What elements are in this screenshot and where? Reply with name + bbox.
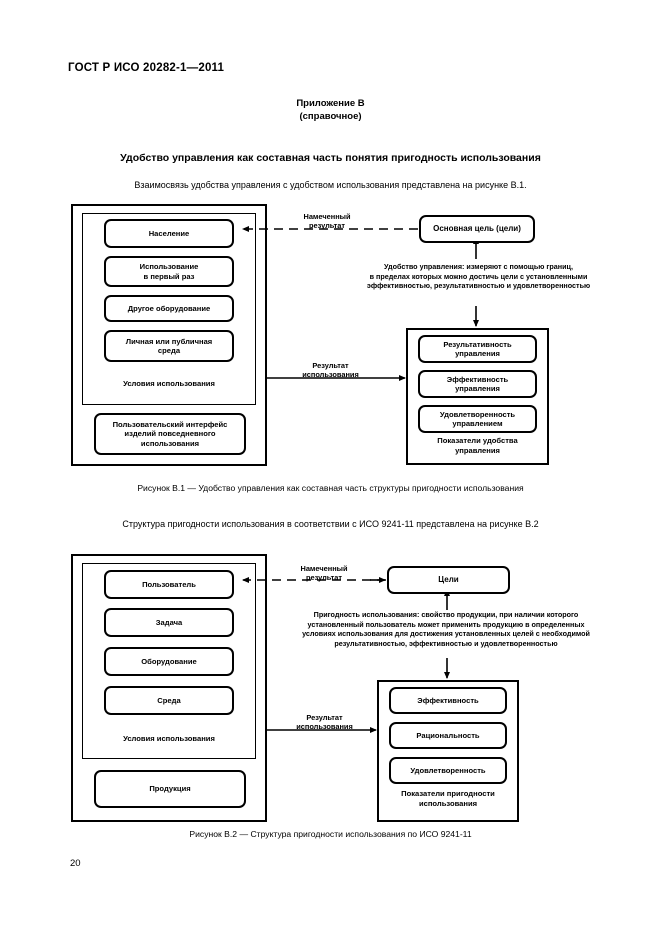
figure-b2-left-frame: [71, 554, 267, 822]
figure-b2: Пользователь Задача Оборудование Среда У…: [0, 548, 661, 823]
figure-b1-context-group-label: Условия использования: [123, 379, 215, 388]
page-number: 20: [70, 858, 81, 869]
figure-b2-context-group-label: Условия использования: [123, 734, 215, 743]
figure-b2-measure-box-1: Рациональность: [389, 722, 507, 749]
figure-b2-definition-note: Пригодность использования: свойство прод…: [302, 610, 590, 648]
figure-b1-goal-box: Основная цель (цели): [419, 215, 535, 243]
figure-b2-product-box: Продукция: [94, 770, 246, 808]
figure-b2-caption: Рисунок В.2 — Структура пригодности испо…: [189, 829, 472, 839]
standard-header: ГОСТ Р ИСО 20282-1—2011: [68, 62, 225, 74]
figure-b2-context-box-0: Пользователь: [104, 570, 234, 599]
figure-b2-context-box-1: Задача: [104, 608, 234, 637]
figure-b2-goal-box: Цели: [387, 566, 510, 594]
figure-b2-measures-frame: [377, 680, 519, 822]
figure-b1-context-box-2: Другое оборудование: [104, 295, 234, 322]
figure-b2-context-frame: [82, 563, 256, 759]
figure-b1-context-frame: [82, 213, 256, 405]
figure-b1-context-box-0: Население: [104, 219, 234, 248]
figure-b1-caption: Рисунок В.1 — Удобство управления как со…: [137, 483, 524, 493]
intro-paragraph-2: Структура пригодности использования в со…: [122, 519, 539, 529]
intro-paragraph-1: Взаимосвязь удобства управления с удобст…: [134, 180, 527, 190]
figure-b1-definition-note: Удобство управления: измеряют с помощью …: [366, 262, 591, 290]
figure-b2-context-box-2: Оборудование: [104, 647, 234, 676]
figure-b2-measure-box-2: Удовлетворенность: [389, 757, 507, 784]
figure-b1-measures-frame: [406, 328, 549, 465]
figure-b1-left-frame: [71, 204, 267, 466]
annex-title-line1: Приложение В: [296, 98, 365, 109]
section-title: Удобство управления как составная часть …: [120, 152, 541, 164]
figure-b2-context-box-3: Среда: [104, 686, 234, 715]
annex-title-line2: (справочное): [299, 111, 362, 122]
figure-b2-measure-box-0: Эффективность: [389, 687, 507, 714]
annex-title: Приложение В (справочное): [0, 97, 661, 123]
